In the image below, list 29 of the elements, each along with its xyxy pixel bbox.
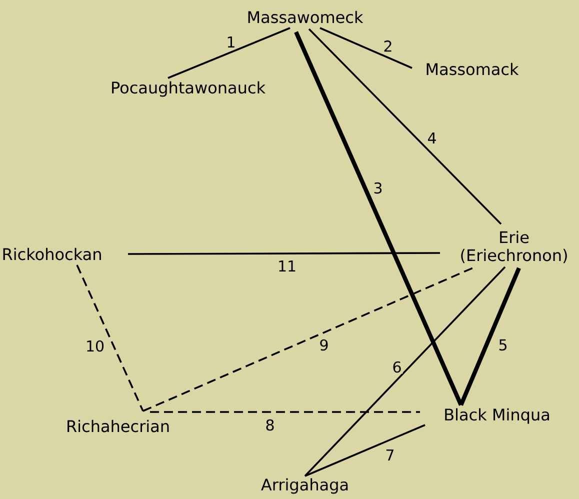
edge-label: 1 [225,36,237,48]
edge-label: 11 [276,260,298,272]
connecting-line [304,266,506,477]
connecting-line [76,264,144,412]
edge-label: 3 [372,181,384,195]
connecting-line [294,31,463,406]
edge-label: 2 [382,39,394,53]
connecting-line [308,28,502,225]
place-name: Erie (Eriechronon) [461,230,567,264]
place-name: Massomack [426,62,519,76]
edge-label: 9 [318,338,330,352]
place-name: Massawomeck [248,10,364,24]
connecting-line [128,252,440,255]
edge-label: 4 [426,132,438,144]
edge-label: 8 [264,418,276,432]
place-name: Richahecrian [68,420,169,432]
connecting-line [142,266,476,412]
place-name: Black Minqua [445,408,549,424]
connecting-line [459,267,521,406]
connecting-line [304,424,426,477]
place-name: Arrigahaga [261,478,348,494]
edge-label: 5 [497,338,509,352]
place-name: Pocaughtawonauck [112,81,266,97]
place-name: Rickohockan [3,248,101,260]
edge-label: 6 [391,360,403,374]
connecting-line [150,411,420,413]
connecting-line [320,27,412,69]
connecting-line [168,27,290,79]
edge-label: 7 [384,448,396,462]
